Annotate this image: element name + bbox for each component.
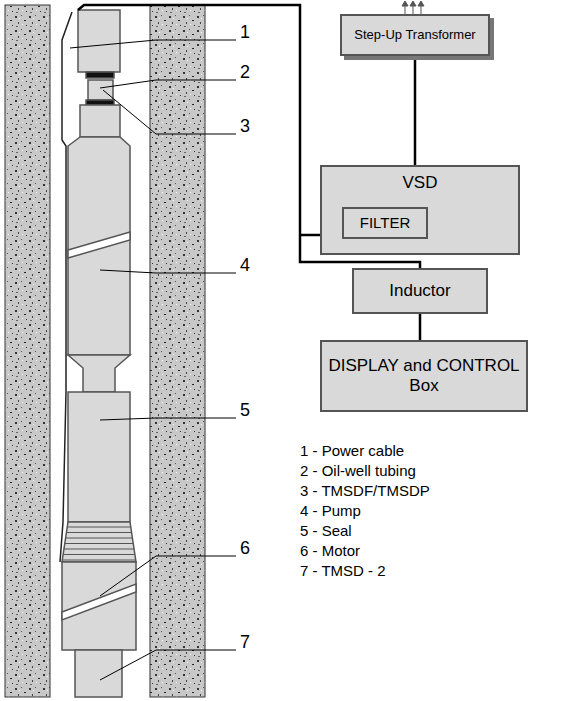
node-label: Inductor bbox=[385, 281, 454, 301]
cutaway bbox=[68, 232, 130, 258]
pump-base bbox=[68, 355, 130, 392]
part-list-item: 2 - Oil-well tubing bbox=[300, 462, 416, 479]
motor bbox=[62, 562, 136, 650]
inductor-box: Inductor bbox=[352, 268, 488, 314]
callout-number: 2 bbox=[240, 62, 250, 83]
callout-number: 5 bbox=[240, 400, 250, 421]
part-list-item: 3 - TMSDF/TMSDP bbox=[300, 482, 430, 499]
seal-taper bbox=[62, 522, 136, 562]
tmsd-2 bbox=[75, 650, 122, 697]
connector-wire bbox=[414, 56, 417, 165]
vsd-box: VSD FILTER bbox=[320, 165, 520, 255]
connector-wire bbox=[419, 314, 422, 340]
part-list-item: 6 - Motor bbox=[300, 542, 360, 559]
callout-number: 6 bbox=[240, 538, 250, 559]
pump bbox=[68, 137, 130, 355]
cutaway bbox=[62, 584, 136, 620]
part-list-item: 7 - TMSD - 2 bbox=[300, 562, 386, 579]
callout-number: 3 bbox=[240, 116, 250, 137]
tubing bbox=[78, 10, 120, 72]
rock-wall bbox=[150, 5, 205, 697]
node-label: Step-Up Transformer bbox=[350, 27, 479, 43]
callout-number: 7 bbox=[240, 632, 250, 653]
callout-number: 4 bbox=[240, 255, 250, 276]
part-list-item: 4 - Pump bbox=[300, 502, 361, 519]
power-cable bbox=[60, 12, 72, 562]
part-list-item: 5 - Seal bbox=[300, 522, 352, 539]
node-label: VSD bbox=[399, 173, 442, 193]
part-list-item: 1 - Power cable bbox=[300, 442, 404, 459]
display-box: DISPLAY and CONTROL Box bbox=[320, 340, 528, 412]
filter-box: FILTER bbox=[342, 207, 428, 239]
tmsdf-sensor bbox=[88, 80, 113, 100]
callout-number: 1 bbox=[240, 22, 250, 43]
leader-lines bbox=[70, 40, 236, 680]
transformer-box: Step-Up Transformer bbox=[340, 14, 490, 56]
node-label: DISPLAY and CONTROL Box bbox=[322, 356, 526, 397]
pump-head bbox=[80, 105, 120, 137]
rock-wall bbox=[5, 5, 50, 697]
coupling bbox=[86, 72, 114, 78]
vsd-wire bbox=[300, 234, 322, 237]
node-label: FILTER bbox=[356, 214, 415, 232]
seal bbox=[68, 392, 130, 522]
